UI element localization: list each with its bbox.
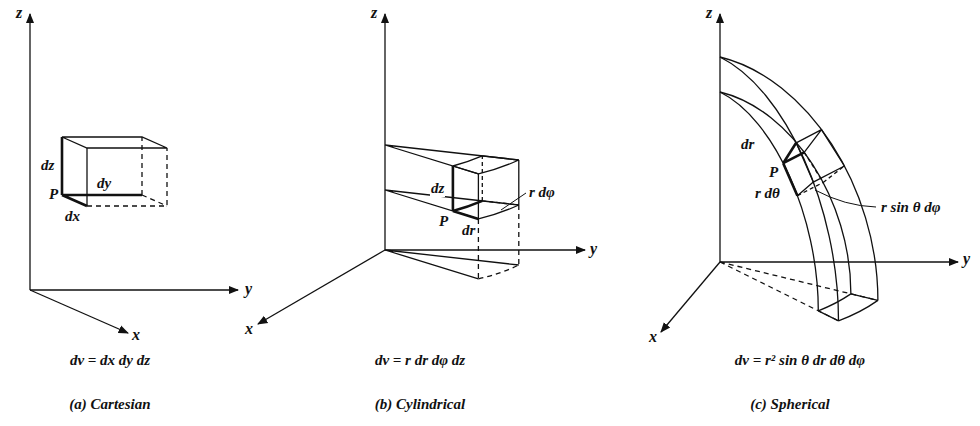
differential-label: dr xyxy=(740,136,755,153)
leader-line xyxy=(815,190,876,207)
y-axis xyxy=(720,261,958,262)
wedge-lines xyxy=(385,145,519,279)
axis-label: z xyxy=(370,4,378,22)
axis-label: y xyxy=(244,280,253,298)
x-axis xyxy=(30,290,128,333)
differential-label: r sin θ dφ xyxy=(880,199,942,216)
cylindrical-figure xyxy=(258,14,585,324)
meridian-arc xyxy=(720,92,851,294)
volume-formula: dv = r² sin θ dr dθ dφ xyxy=(734,352,866,369)
axis-label: y xyxy=(589,240,598,258)
element-hidden-edges xyxy=(482,156,519,205)
x-axis xyxy=(661,262,720,332)
axis-label: y xyxy=(962,250,971,268)
differential-label: dz xyxy=(40,157,55,174)
box-differential-edges xyxy=(62,137,142,206)
differential-label: dy xyxy=(96,175,112,192)
axis-label: z xyxy=(15,4,23,22)
base-radial-lines xyxy=(720,262,878,321)
meridian-arc xyxy=(720,57,839,321)
box-top xyxy=(62,137,167,148)
differential-label: r dφ xyxy=(528,184,556,201)
axis-label: x xyxy=(244,320,254,338)
leader-line xyxy=(501,193,526,210)
axis-label: z xyxy=(705,4,713,22)
y-axis xyxy=(385,249,585,250)
meridian-arc xyxy=(720,92,818,311)
spherical-figure xyxy=(661,14,958,332)
element-edges xyxy=(453,156,519,219)
x-axis xyxy=(258,250,385,324)
point-label: P xyxy=(48,186,59,203)
differential-label: dr xyxy=(461,222,476,239)
point-label: P xyxy=(768,164,779,181)
wedge-hidden-lines xyxy=(478,205,518,279)
differential-label: r dθ xyxy=(754,185,781,202)
y-axis xyxy=(30,289,238,290)
volume-formula: dv = r dr dφ dz xyxy=(374,352,466,369)
box-edge xyxy=(86,148,87,206)
point-label: P xyxy=(438,213,449,230)
z-axis xyxy=(29,14,30,290)
element-hidden-edges xyxy=(797,152,844,195)
differential-label: dx xyxy=(64,208,81,225)
volume-formula: dv = dx dy dz xyxy=(69,352,151,369)
element-edges xyxy=(796,130,844,196)
axis-label: x xyxy=(648,328,658,346)
panel-caption: (b) Cylindrical xyxy=(374,396,466,413)
z-axis xyxy=(719,14,720,262)
panel-caption: (c) Spherical xyxy=(749,396,831,413)
z-axis xyxy=(384,14,385,250)
meridian-arc xyxy=(720,57,878,300)
cartesian-figure xyxy=(30,14,238,333)
element-differential-edges xyxy=(783,143,804,196)
panel-caption: (a) Cartesian xyxy=(68,396,151,413)
axis-label: x xyxy=(131,326,141,344)
element-differential-edges xyxy=(453,166,482,219)
differential-label: dz xyxy=(430,180,445,197)
